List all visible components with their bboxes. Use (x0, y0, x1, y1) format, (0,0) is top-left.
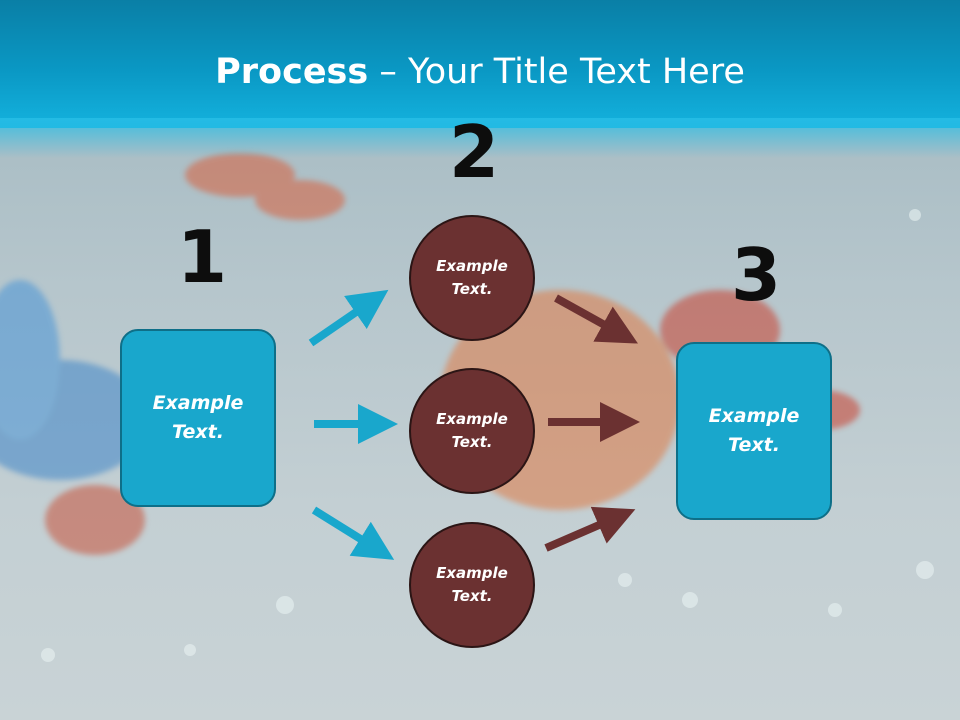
step-number-3: 3 (731, 233, 782, 317)
step-1-box-label: Example Text. (152, 392, 244, 443)
title-rest: – Your Title Text Here (368, 52, 745, 92)
circle-middle-label: Example Text. (436, 410, 508, 451)
step-number-2: 2 (449, 110, 500, 194)
step-3-box-label: Example Text. (708, 405, 800, 456)
slide-title: Process – Your Title Text Here (0, 52, 960, 92)
circle-bottom-label: Example Text. (436, 564, 508, 605)
step-2-circle-middle[interactable]: Example Text. (409, 368, 535, 494)
step-2-circle-bottom[interactable]: Example Text. (409, 522, 535, 648)
title-bar-glow (0, 118, 960, 158)
title-bar (0, 0, 960, 128)
arrow-circle-bottom-to-box3 (544, 506, 636, 552)
step-3-box[interactable]: Example Text. (676, 342, 832, 520)
step-2-circle-top[interactable]: Example Text. (409, 215, 535, 341)
circle-top-label: Example Text. (436, 257, 508, 298)
arrow-circle-top-to-box3 (554, 294, 638, 344)
step-number-1: 1 (177, 215, 228, 299)
arrow-box1-to-circle-bottom (311, 506, 395, 560)
arrow-box1-to-circle-top (308, 289, 389, 347)
title-bold: Process (215, 52, 369, 92)
step-1-box[interactable]: Example Text. (120, 329, 276, 507)
